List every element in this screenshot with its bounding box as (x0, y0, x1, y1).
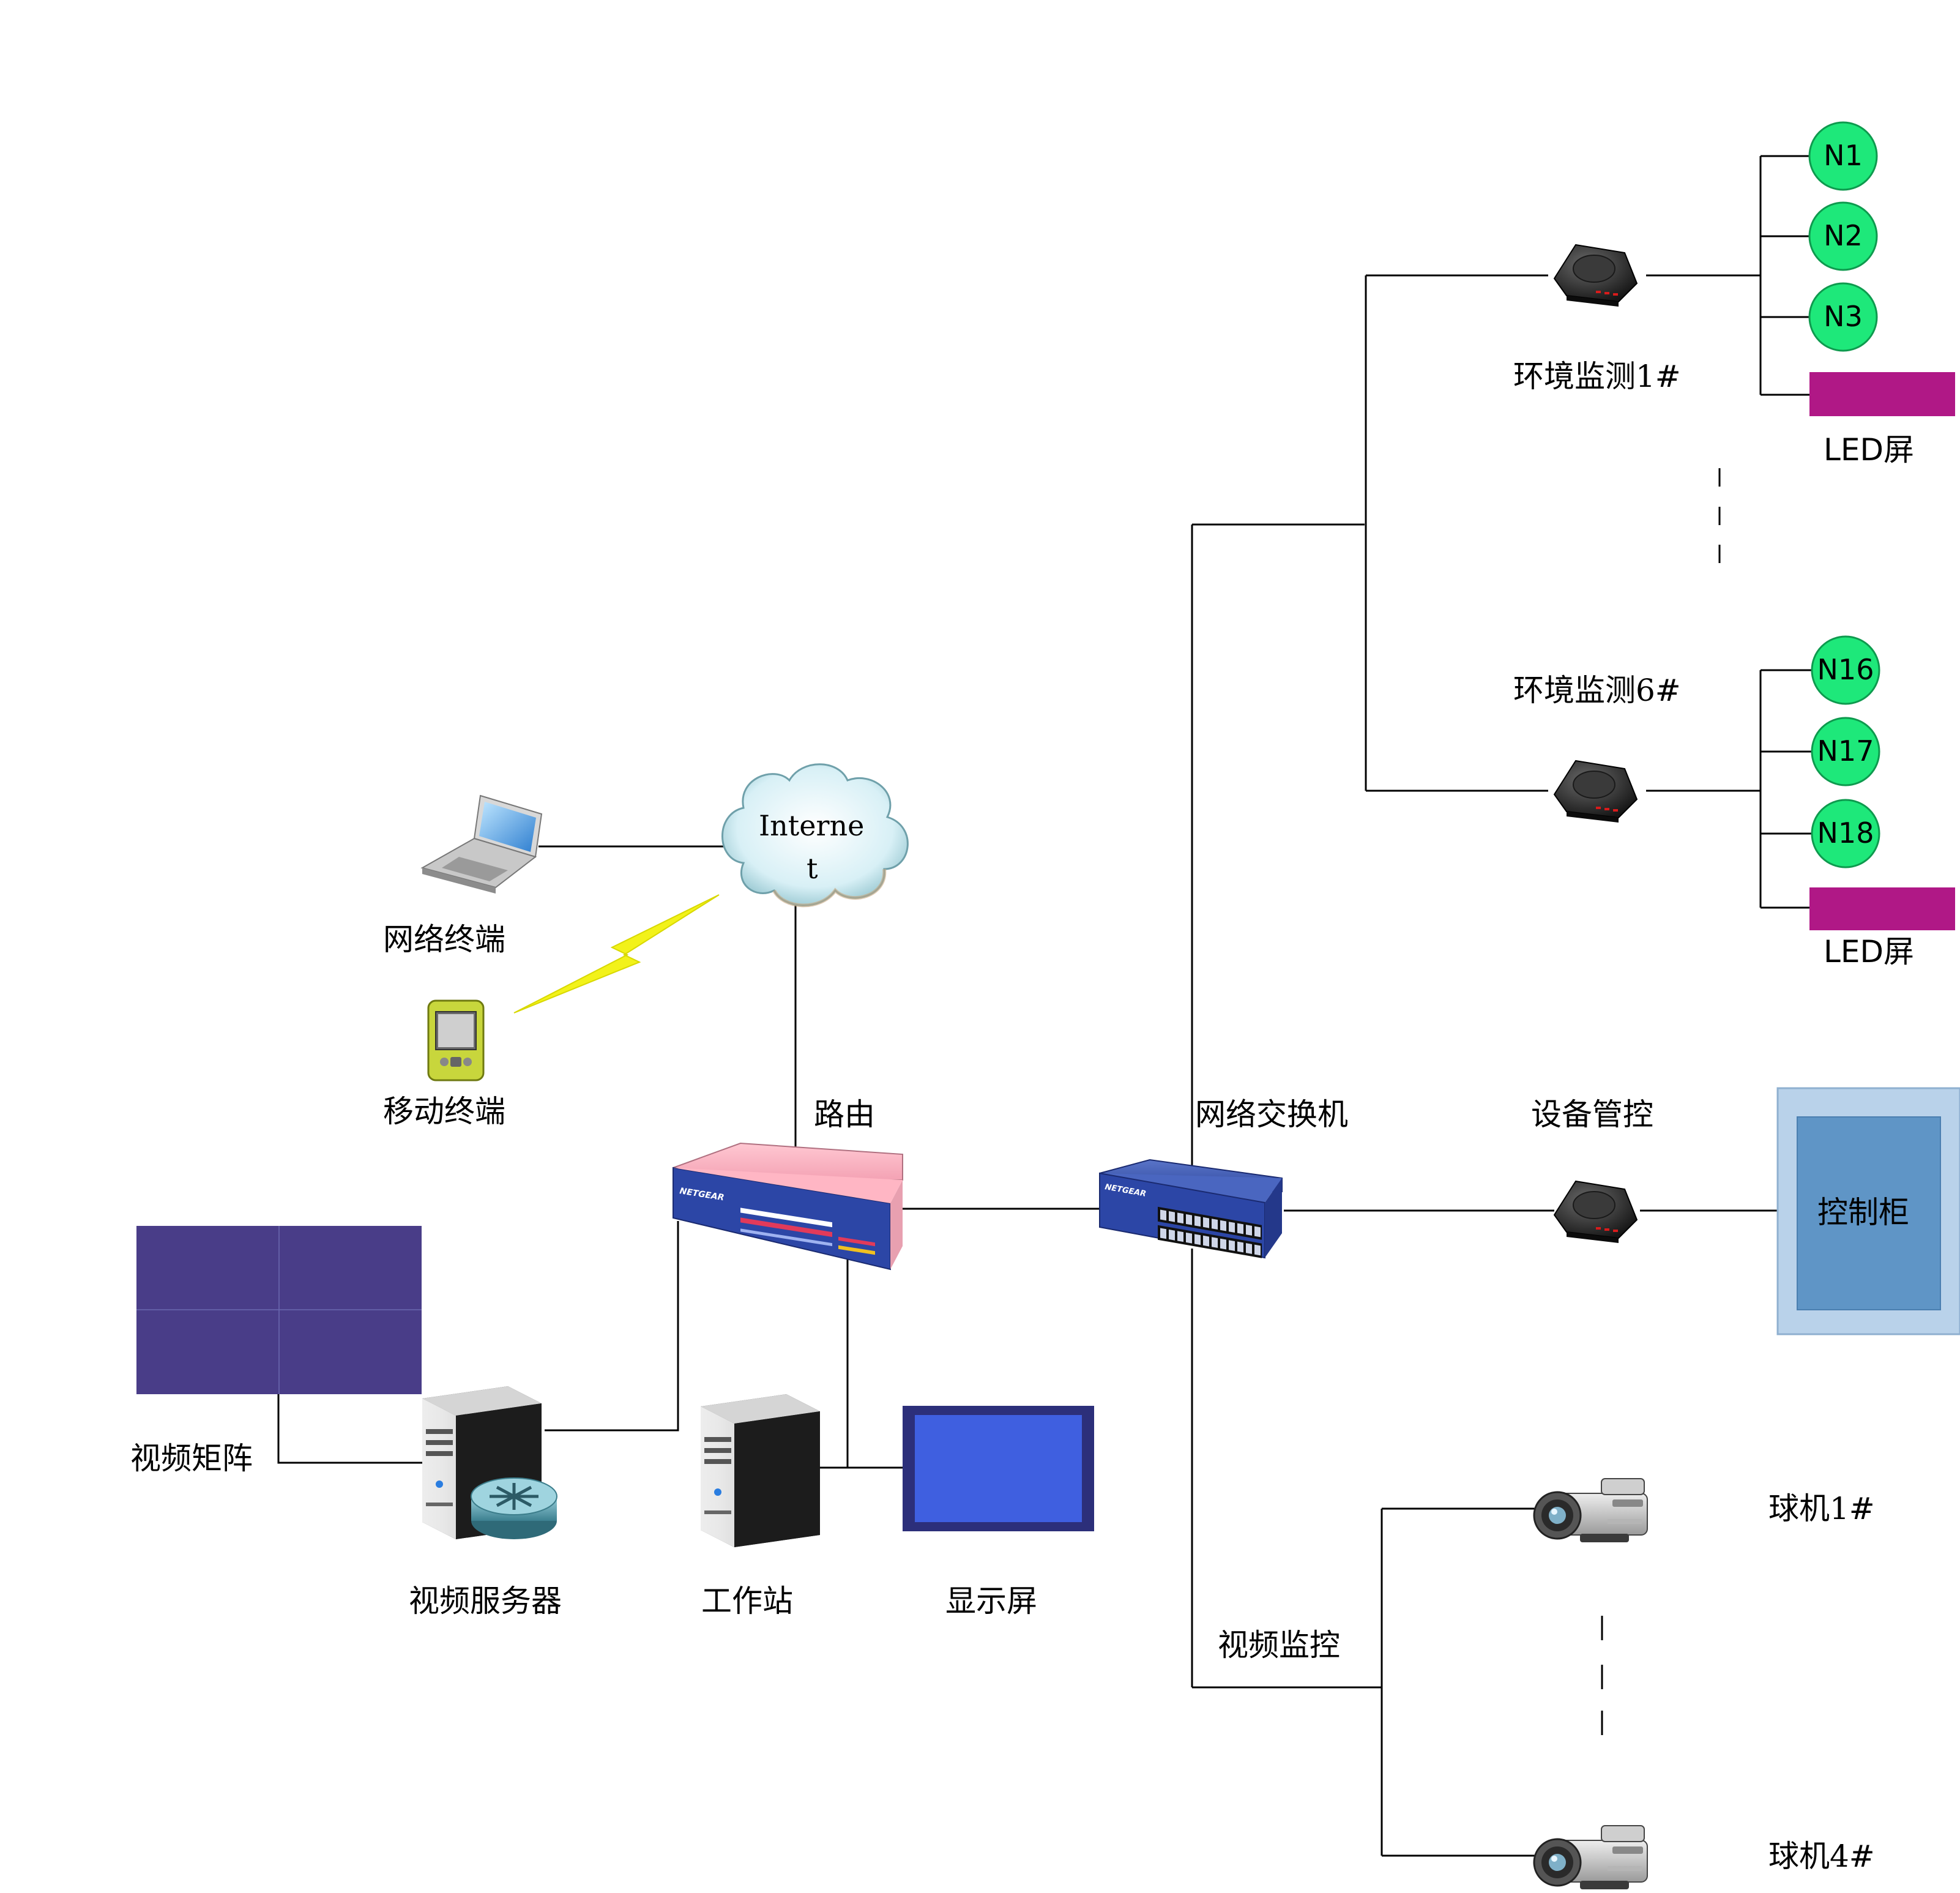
svg-text:N1: N1 (1824, 139, 1863, 172)
sensor-node: N2 (1808, 201, 1878, 271)
video-matrix-wall (136, 1226, 422, 1394)
laptop-icon (420, 794, 543, 894)
control-cabinet (1776, 1087, 1960, 1335)
cloud-icon (721, 763, 909, 908)
wireless-lightning-icon (513, 894, 720, 1014)
dome-camera-1-label: 球机1# (1768, 1491, 1875, 1526)
network-switch-label: 网络交换机 (1195, 1097, 1348, 1132)
sensor-node: N3 (1808, 282, 1878, 352)
hub-icon (471, 1477, 557, 1539)
gateway-icon (1554, 1181, 1638, 1244)
control-cabinet-label: 控制柜 (1817, 1195, 1909, 1230)
workstation-icon (701, 1394, 820, 1547)
video-server-label: 视频服务器 (409, 1583, 562, 1619)
sensor-node: N1 (1808, 121, 1878, 191)
display-screen-label: 显示屏 (945, 1583, 1037, 1619)
pda-icon (427, 999, 485, 1081)
gateway-icon (1554, 244, 1638, 307)
network-terminal-label: 网络终端 (383, 922, 505, 957)
led-screen (1809, 887, 1955, 930)
internet-label-line2: t (807, 852, 818, 885)
sensor-node: N17 (1811, 717, 1880, 786)
switch-icon: NETGEAR (1099, 1159, 1283, 1259)
video-matrix-label: 视频矩阵 (130, 1441, 253, 1476)
led-screen (1809, 372, 1955, 416)
sensor-node: N16 (1811, 635, 1880, 705)
camcorder-icon (1533, 1824, 1649, 1891)
svg-text:N18: N18 (1817, 816, 1874, 849)
env-monitor-1-label: 环境监测1# (1513, 359, 1681, 394)
video-surveillance-label: 视频监控 (1218, 1627, 1340, 1663)
svg-text:N3: N3 (1824, 300, 1863, 333)
router-label: 路由 (814, 1097, 875, 1132)
led-screen-2-label: LED屏 (1824, 934, 1914, 969)
mobile-terminal-label: 移动终端 (383, 1094, 505, 1129)
internet-label-line1: Interne (759, 809, 864, 842)
workstation-label: 工作站 (701, 1583, 793, 1619)
gateway-icon (1554, 760, 1638, 823)
dome-camera-4-label: 球机4# (1768, 1839, 1875, 1874)
svg-text:N17: N17 (1817, 734, 1874, 767)
display-screen (903, 1406, 1094, 1531)
env-monitor-6-label: 环境监测6# (1513, 673, 1681, 708)
svg-text:N2: N2 (1824, 219, 1863, 252)
router-icon: NETGEAR (673, 1142, 903, 1271)
svg-text:N16: N16 (1817, 653, 1874, 686)
device-control-label: 设备管控 (1531, 1097, 1653, 1132)
connection-lines (277, 155, 1813, 1857)
sensor-node: N18 (1811, 799, 1880, 868)
camcorder-icon (1533, 1477, 1649, 1544)
led-screen-1-label: LED屏 (1824, 432, 1914, 468)
